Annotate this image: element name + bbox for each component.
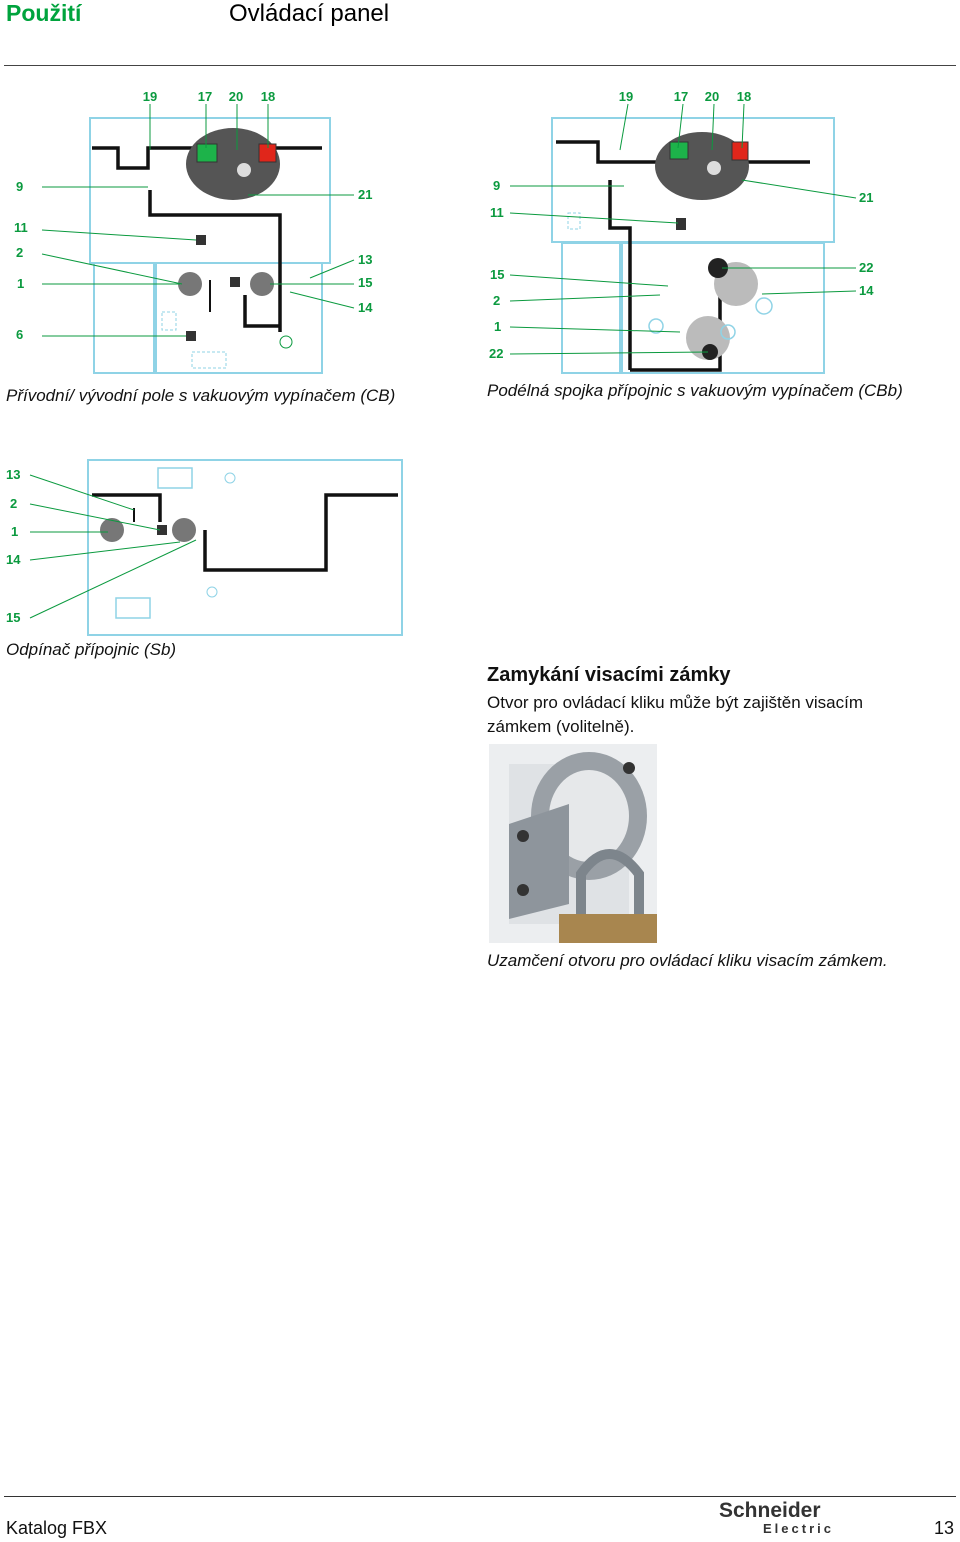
fig2-label-19: 19 xyxy=(619,89,633,104)
fig2-label-14: 14 xyxy=(859,283,874,298)
fig3-label-2: 2 xyxy=(10,496,17,511)
fig2-label-22-left: 22 xyxy=(489,346,503,361)
page-title: Ovládací panel xyxy=(229,0,390,27)
fig1-label-19: 19 xyxy=(143,89,157,104)
fig3-label-13: 13 xyxy=(6,467,20,482)
padlock-caption: Uzamčení otvoru pro ovládací kliku visac… xyxy=(487,951,888,970)
figure-cb-panel: 19 17 20 18 9 11 2 1 6 21 13 15 14 xyxy=(14,89,373,374)
page-number: 13 xyxy=(934,1518,955,1538)
fig1-label-2: 2 xyxy=(16,245,23,260)
brand-subname: Electric xyxy=(763,1521,834,1536)
fig2-label-17: 17 xyxy=(674,89,688,104)
brand-name: Schneider xyxy=(719,1499,821,1522)
fig1-label-1: 1 xyxy=(17,276,24,291)
fig1-label-6: 6 xyxy=(16,327,23,342)
fig1-label-11: 11 xyxy=(14,220,28,235)
padlock-title: Zamykání visacími zámky xyxy=(487,664,731,686)
fig2-label-1: 1 xyxy=(494,319,501,334)
footer-catalog: Katalog FBX xyxy=(6,1518,108,1538)
brand-logo: Schneider Electric xyxy=(719,1499,834,1536)
fig1-label-17: 17 xyxy=(198,89,212,104)
fig3-label-1: 1 xyxy=(11,524,18,539)
fig1-label-9: 9 xyxy=(16,179,23,194)
fig3-label-14: 14 xyxy=(6,552,21,567)
padlock-description: Otvor pro ovládací kliku může být zajišt… xyxy=(487,693,864,736)
fig1-label-15: 15 xyxy=(358,275,372,290)
fig1-caption: Přívodní/ vývodní pole s vakuovým vypína… xyxy=(6,386,396,405)
footer-divider xyxy=(4,1496,956,1497)
section-label: Použití xyxy=(6,0,82,26)
fig2-caption: Podélná spojka přípojnic s vakuovým vypí… xyxy=(487,381,903,400)
fig3-caption: Odpínač přípojnic (Sb) xyxy=(6,640,177,659)
padlock-photo xyxy=(489,744,657,943)
fig2-label-15: 15 xyxy=(490,267,504,282)
fig2-label-21: 21 xyxy=(859,190,873,205)
fig2-label-20: 20 xyxy=(705,89,719,104)
fig3-label-15: 15 xyxy=(6,610,20,625)
fig2-label-18: 18 xyxy=(737,89,751,104)
header-divider xyxy=(4,65,956,66)
fig1-label-20: 20 xyxy=(229,89,243,104)
figure-sb-panel: 13 2 1 14 15 xyxy=(6,459,403,636)
fig2-label-22-right: 22 xyxy=(859,260,873,275)
fig2-label-11: 11 xyxy=(490,205,504,220)
fig2-label-9: 9 xyxy=(493,178,500,193)
fig1-label-13: 13 xyxy=(358,252,372,267)
figure-cbb-panel: 19 17 20 18 9 11 15 2 1 22 21 22 14 xyxy=(489,89,874,374)
fig1-label-18: 18 xyxy=(261,89,275,104)
fig1-label-21: 21 xyxy=(358,187,372,202)
fig2-label-2: 2 xyxy=(493,293,500,308)
fig1-label-14: 14 xyxy=(358,300,373,315)
